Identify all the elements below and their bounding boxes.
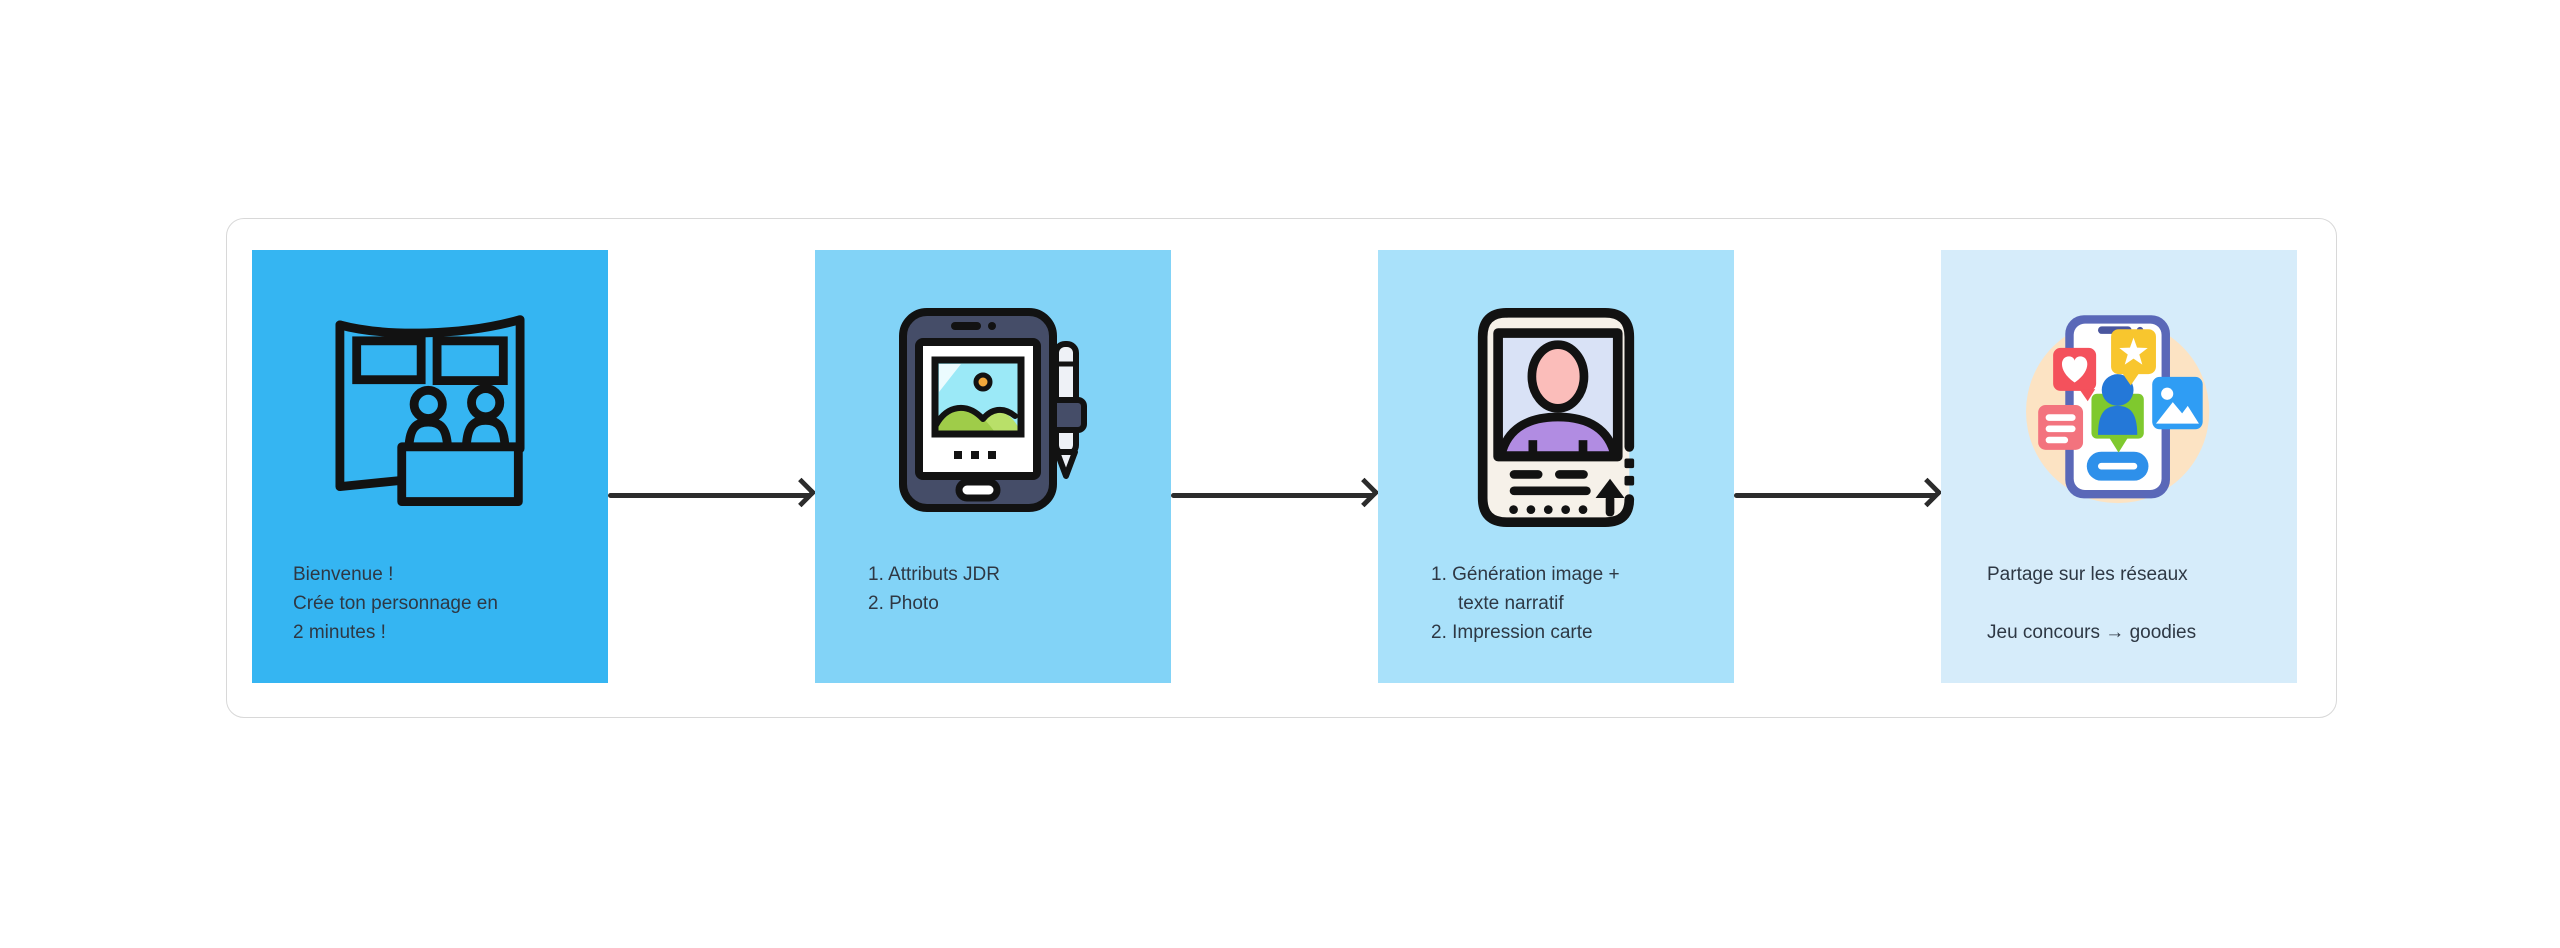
social-share-icon xyxy=(1941,304,2297,519)
text-line: 1. Génération image + xyxy=(1431,564,1620,585)
text-line: Bienvenue ! xyxy=(293,564,394,585)
text-line: Partage sur les réseaux xyxy=(1987,564,2188,585)
flow-panel: Bienvenue ! Crée ton personnage en 2 min… xyxy=(226,218,2337,718)
step-card-accueil: Bienvenue ! Crée ton personnage en 2 min… xyxy=(252,250,608,683)
arrow-shaft xyxy=(1734,493,1937,498)
text-line: Crée ton personnage en xyxy=(293,593,498,614)
text-line: 1. Attributs JDR xyxy=(868,564,1000,585)
text-line: Jeu concours → goodies xyxy=(1987,622,2197,643)
arrow-head xyxy=(786,477,817,508)
step-text-saisie: 1. Attributs JDR 2. Photo xyxy=(868,560,1157,618)
arrow-shaft xyxy=(608,493,811,498)
flow-arrow-2 xyxy=(1171,250,1380,683)
step-card-generation: 1. Génération image + texte narratif 2. … xyxy=(1378,250,1734,683)
tablet-photo-icon xyxy=(815,304,1171,514)
booth-icon xyxy=(252,304,608,519)
step-card-partage: Partage sur les réseaux Jeu concours → g… xyxy=(1941,250,2297,683)
text-line: texte narratif xyxy=(1458,593,1564,614)
flow-row: Bienvenue ! Crée ton personnage en 2 min… xyxy=(227,219,2336,683)
step-text-generation: 1. Génération image + texte narratif 2. … xyxy=(1431,560,1720,647)
step-text-partage: Partage sur les réseaux Jeu concours → g… xyxy=(1987,560,2283,647)
arrow-head xyxy=(1912,477,1943,508)
text-line: 2 minutes ! xyxy=(293,622,386,643)
flow-arrow-3 xyxy=(1734,250,1943,683)
flow-arrow-1 xyxy=(608,250,817,683)
step-card-saisie: 1. Attributs JDR 2. Photo xyxy=(815,250,1171,683)
step-text-accueil: Bienvenue ! Crée ton personnage en 2 min… xyxy=(293,560,594,647)
text-line: 2. Photo xyxy=(868,593,939,614)
arrow-shaft xyxy=(1171,493,1374,498)
arrow-head xyxy=(1349,477,1380,508)
character-card-icon xyxy=(1378,304,1734,531)
text-line: 2. Impression carte xyxy=(1431,622,1593,643)
